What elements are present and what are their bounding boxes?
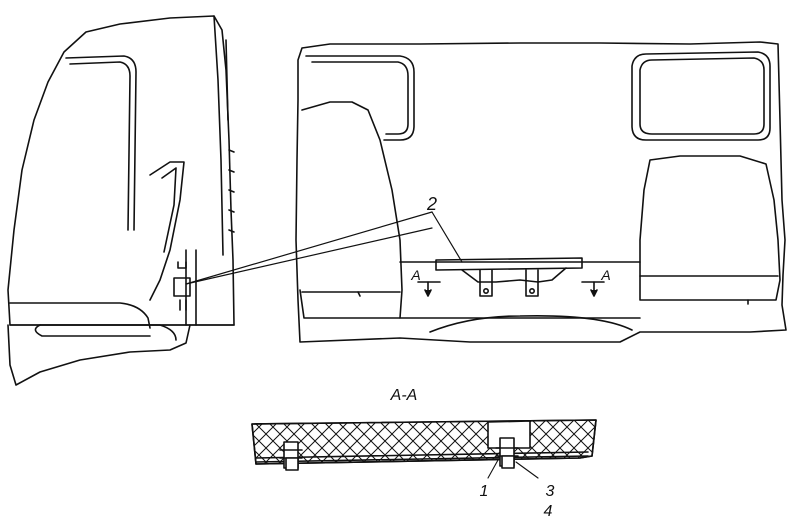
callout-label-2: 2 <box>426 194 437 214</box>
callout-label-1: 1 <box>480 483 489 500</box>
callout-label-4: 4 <box>544 503 553 520</box>
section-marker-right: A <box>600 267 610 283</box>
cab-side-view <box>7 15 235 386</box>
section-title: A-A <box>390 387 418 404</box>
section-marker-left: A <box>410 267 420 283</box>
callout-label-3: 3 <box>546 483 555 500</box>
section-a-a <box>251 419 597 479</box>
callout-2-leaders <box>185 211 463 285</box>
rear-wall-view <box>295 41 787 343</box>
